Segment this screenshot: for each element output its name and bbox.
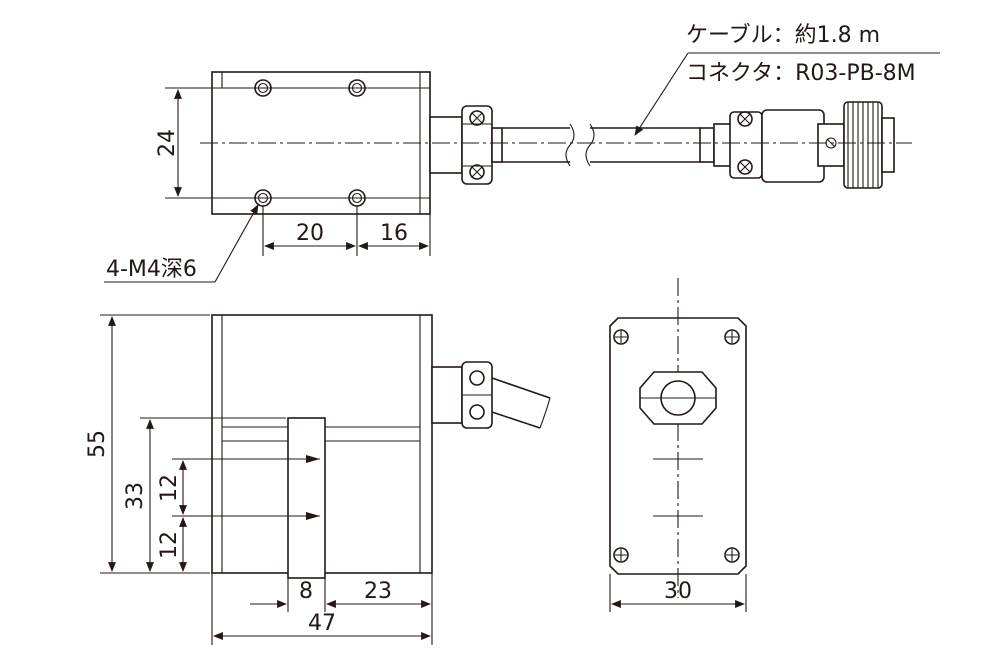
dim-24: 24 xyxy=(155,87,255,199)
end-view-rod-marks xyxy=(653,458,703,517)
cable-label: ケーブル：約1.8 m xyxy=(686,23,880,48)
dim-12-bottom-text: 12 xyxy=(157,531,182,559)
dim-20-16: 20 16 xyxy=(262,206,431,256)
dim-23-text: 23 xyxy=(364,579,392,604)
cable xyxy=(502,123,700,167)
probe-rod xyxy=(287,417,326,579)
tap-hole-callout: 4-M4深6 xyxy=(104,204,259,283)
cable-callout: ケーブル：約1.8 m コネクタ：R03-PB-8M xyxy=(634,23,940,136)
dim-12-12: 12 12 xyxy=(157,455,320,574)
connector xyxy=(699,101,895,189)
dim-30-text: 30 xyxy=(664,579,692,604)
front-gland xyxy=(431,361,551,429)
connector-label: コネクタ：R03-PB-8M xyxy=(686,61,916,86)
dim-30: 30 xyxy=(609,574,747,612)
cable-gland xyxy=(429,105,503,185)
top-view: 24 20 16 4-M4深6 ケーブル：約1.8 m コネクタ：R03-PB-… xyxy=(104,23,940,283)
dim-8-text: 8 xyxy=(299,579,313,604)
dim-55: 55 xyxy=(85,314,210,574)
dim-20-text: 20 xyxy=(296,221,324,246)
dim-33-text: 33 xyxy=(123,482,148,510)
dim-12-top-text: 12 xyxy=(157,474,182,502)
dim-47-text: 47 xyxy=(308,611,336,636)
front-view: 55 33 12 12 8 23 xyxy=(85,314,551,645)
end-view-gland xyxy=(639,371,717,425)
end-view-screws xyxy=(613,329,740,563)
tap-hole-label: 4-M4深6 xyxy=(106,257,197,282)
dim-8-23: 8 23 xyxy=(250,573,433,645)
dim-33: 33 xyxy=(123,417,286,574)
end-view: 30 xyxy=(609,278,747,612)
dim-55-text: 55 xyxy=(85,430,110,458)
dim-24-text: 24 xyxy=(155,129,180,157)
dim-16-text: 16 xyxy=(380,221,408,246)
dim-47: 47 xyxy=(211,573,431,645)
